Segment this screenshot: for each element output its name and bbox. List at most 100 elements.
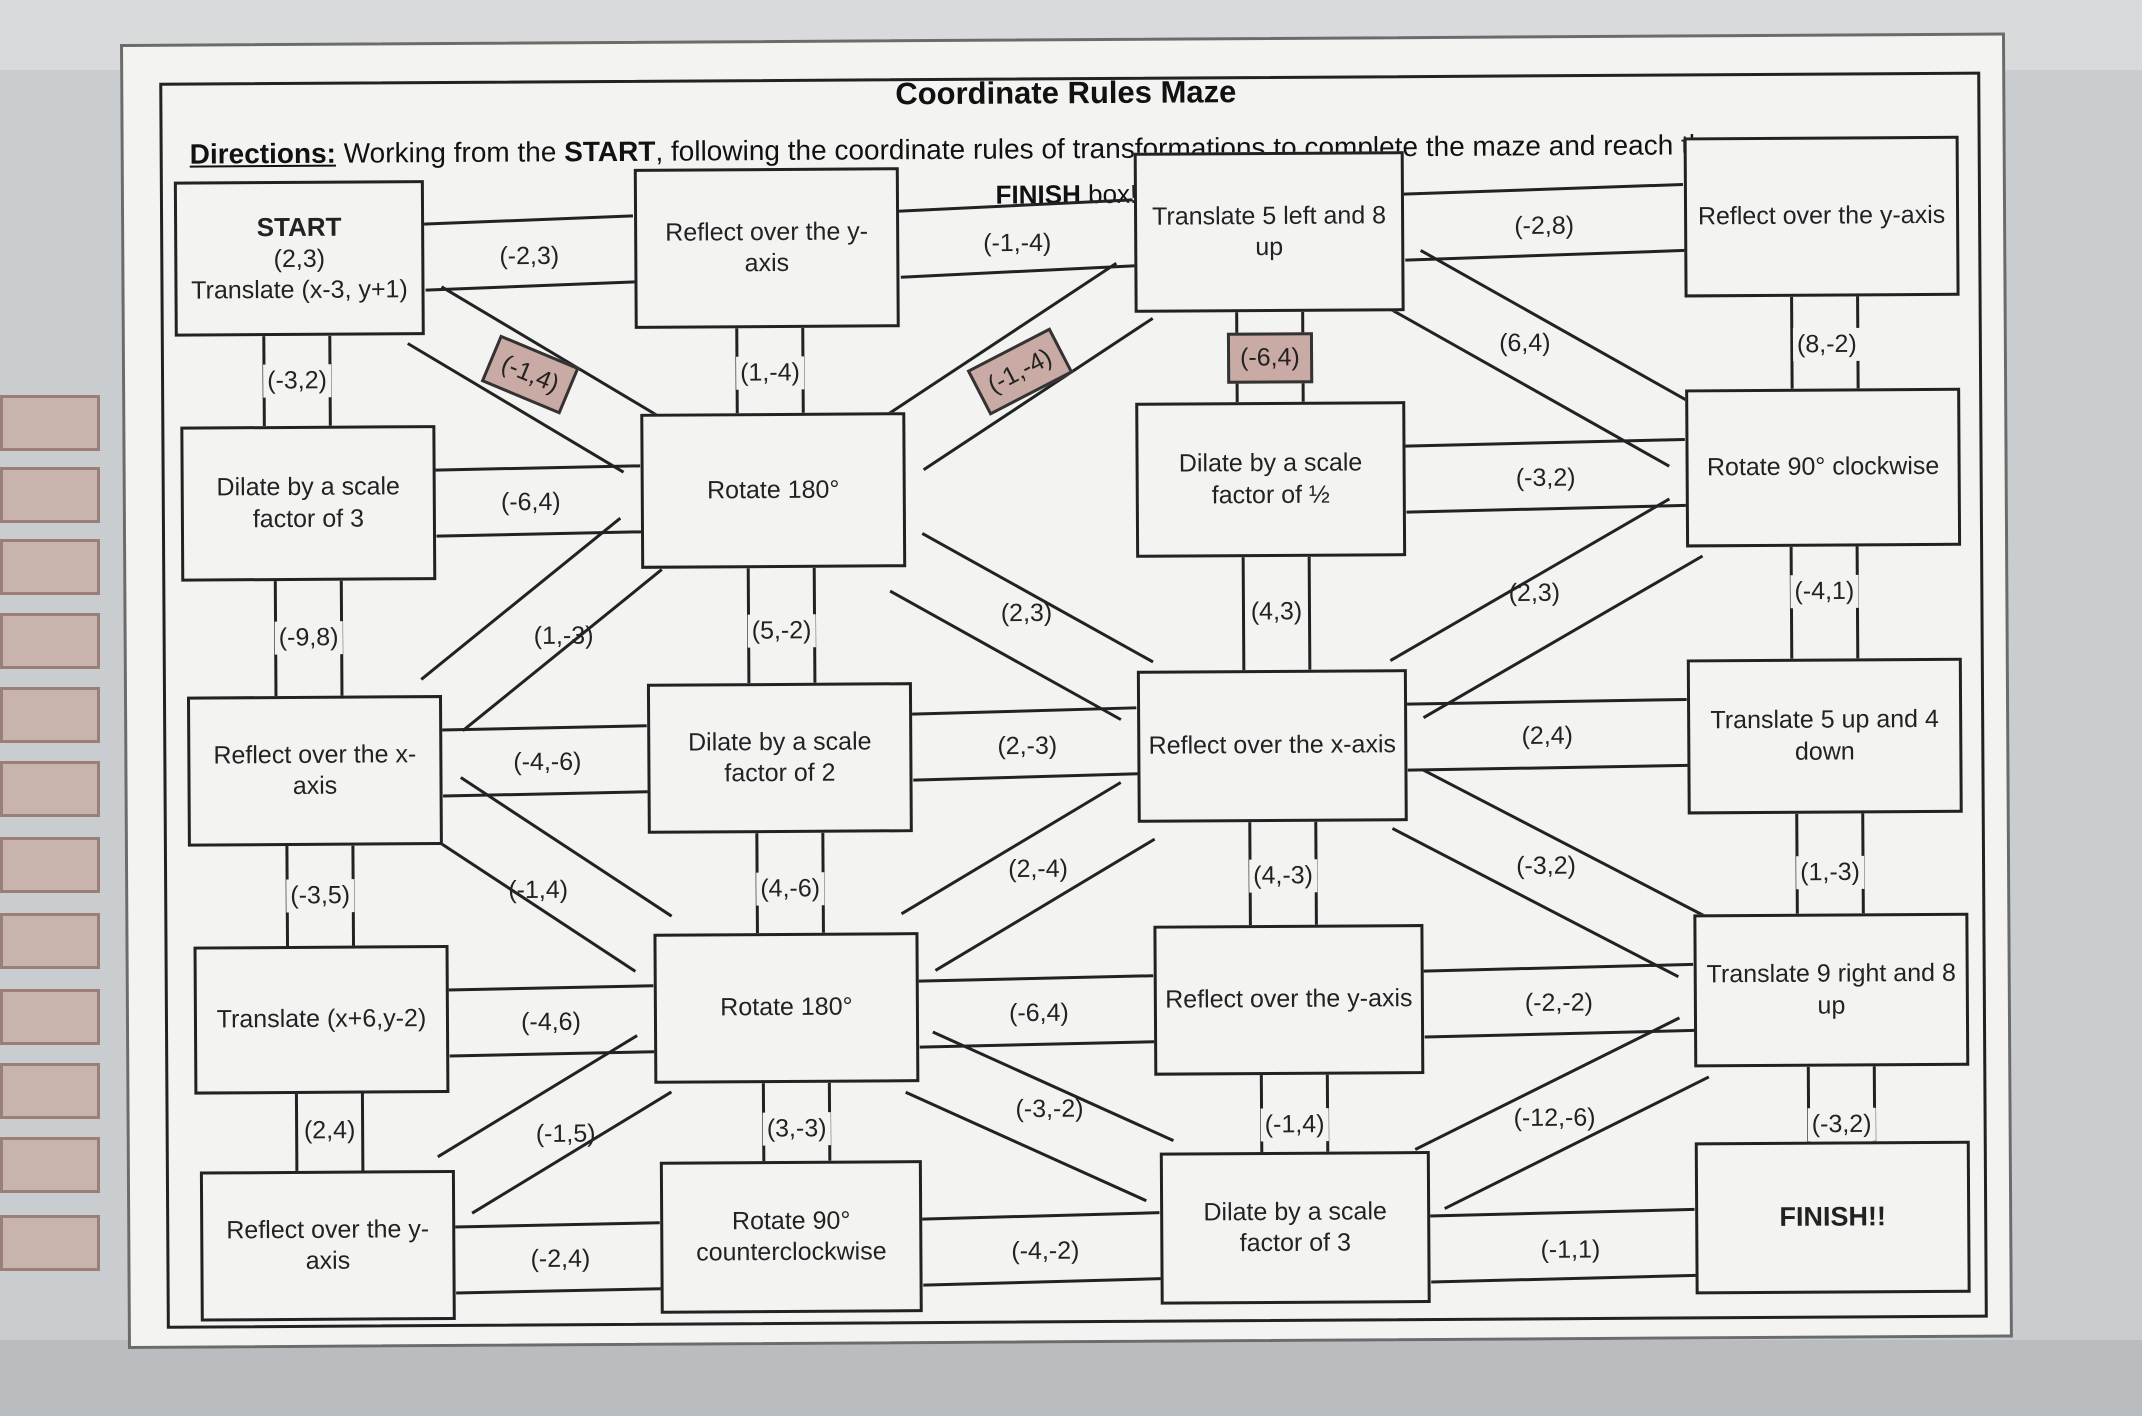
maze-box-r3c2[interactable]: Dilate by a scale factor of 2 — [646, 682, 913, 834]
path-point[interactable]: (-4,6) — [517, 1005, 585, 1040]
path-point[interactable]: (1,-3) — [1796, 855, 1865, 890]
path-point[interactable]: (-3,2) — [263, 364, 332, 398]
maze-path-line — [1444, 1075, 1710, 1210]
maze-path-line — [900, 781, 1122, 916]
maze-path-line — [1307, 556, 1312, 670]
path-point[interactable]: (1,-3) — [533, 621, 594, 650]
answer-tab[interactable] — [0, 687, 100, 743]
path-point[interactable]: (3,-3) — [762, 1112, 831, 1146]
maze-path-line — [425, 280, 636, 292]
path-point[interactable]: (4,-6) — [756, 872, 825, 906]
answer-tab[interactable] — [0, 1063, 100, 1119]
path-point[interactable]: (8,-2) — [1792, 327, 1861, 362]
answer-tab[interactable] — [0, 613, 100, 669]
path-point[interactable]: (-1,4) — [508, 875, 569, 905]
path-point[interactable]: (-2,4) — [526, 1242, 595, 1277]
path-point[interactable]: (2,-4) — [1008, 854, 1069, 884]
path-point[interactable]: (-1,-4) — [979, 226, 1056, 261]
path-point[interactable]: (-2,3) — [495, 239, 564, 274]
path-point[interactable]: (-1,1) — [1536, 1233, 1605, 1267]
maze-path-line — [922, 317, 1154, 471]
finish-box[interactable]: FINISH!! — [1694, 1140, 1971, 1295]
maze-path-line — [1406, 697, 1687, 706]
maze-box-r3c3[interactable]: Reflect over the x-axis — [1136, 669, 1408, 823]
maze-path-line — [436, 530, 642, 538]
maze-box-r4c4[interactable]: Translate 9 right and 8 up — [1693, 912, 1970, 1068]
answer-tab[interactable] — [0, 467, 100, 523]
maze-box-r1c4[interactable]: Reflect over the y-axis — [1683, 135, 1960, 298]
path-point[interactable]: (1,-4) — [736, 356, 804, 390]
path-point[interactable]: (-3,2) — [1511, 461, 1580, 496]
path-point[interactable]: (-12,-6) — [1513, 1103, 1596, 1133]
maze-path-line — [459, 776, 673, 918]
path-point[interactable]: (-4,-6) — [509, 745, 586, 780]
path-point[interactable]: (-4,1) — [1790, 574, 1859, 609]
maze-box-r2c2[interactable]: Rotate 180° — [640, 412, 907, 569]
answer-tab[interactable] — [0, 539, 100, 595]
maze-box-r2c4[interactable]: Rotate 90° clockwise — [1685, 387, 1962, 548]
path-point[interactable]: (2,4) — [1517, 719, 1578, 753]
answer-tab[interactable] — [0, 1215, 100, 1271]
answer-tab[interactable] — [0, 837, 100, 893]
path-point[interactable]: (-3,2) — [1516, 851, 1576, 880]
maze-path-line — [1431, 1273, 1697, 1284]
answer-tab[interactable] — [0, 395, 100, 451]
maze-path-line — [1790, 296, 1794, 389]
maze-box-r4c3[interactable]: Reflect over the y-axis — [1153, 924, 1425, 1076]
maze-path-line — [1423, 962, 1694, 973]
path-point[interactable]: (-3,2) — [1807, 1107, 1876, 1142]
maze-path-line — [1389, 497, 1671, 662]
answer-tab[interactable] — [0, 913, 100, 969]
maze-path-line — [406, 342, 625, 474]
start-box[interactable]: START (2,3) Translate (x-3, y+1) — [173, 180, 425, 337]
maze-box-r4c2[interactable]: Rotate 180° — [653, 932, 920, 1084]
maze-path-line — [1406, 503, 1687, 514]
maze-box-r4c1[interactable]: Translate (x+6,y-2) — [193, 945, 450, 1095]
path-point[interactable]: (-3,5) — [286, 879, 355, 913]
path-point-highlighted[interactable]: (-6,4) — [1226, 332, 1313, 384]
maze-path-line — [437, 1034, 638, 1159]
maze-path-line — [435, 464, 641, 472]
path-point[interactable]: (-2,8) — [1510, 209, 1579, 244]
path-point[interactable]: (-2,-2) — [1520, 986, 1598, 1020]
path-point[interactable]: (4,-3) — [1249, 859, 1318, 893]
maze-path-line — [471, 1090, 673, 1215]
maze-path-line — [921, 1211, 1160, 1221]
maze-worksheet: Coordinate Rules Maze Directions: Workin… — [120, 32, 2013, 1349]
path-point[interactable]: (4,3) — [1246, 595, 1307, 629]
path-point[interactable]: (2,3) — [1508, 578, 1561, 608]
maze-path-line — [443, 790, 649, 798]
maze-box-r2c1[interactable]: Dilate by a scale factor of 3 — [180, 425, 437, 582]
answer-tab[interactable] — [0, 1137, 100, 1193]
maze-box-r3c1[interactable]: Reflect over the x-axis — [186, 695, 443, 847]
start-point: (2,3) — [273, 244, 326, 273]
maze-path-line — [921, 532, 1154, 664]
maze-box-r1c2[interactable]: Reflect over the y-axis — [633, 167, 900, 329]
path-point[interactable]: (5,-2) — [747, 614, 816, 648]
path-point[interactable]: (2,4) — [299, 1114, 360, 1148]
maze-box-r2c3[interactable]: Dilate by a scale factor of ½ — [1135, 401, 1407, 558]
path-point[interactable]: (-1,4) — [1260, 1108, 1329, 1142]
maze-box-r1c3[interactable]: Translate 5 left and 8 up — [1133, 151, 1405, 313]
answer-tab[interactable] — [0, 989, 100, 1045]
maze-box-r3c4[interactable]: Translate 5 up and 4 down — [1686, 657, 1963, 815]
path-point[interactable]: (-9,8) — [274, 621, 343, 655]
maze-box-r5c1[interactable]: Reflect over the y-axis — [199, 1169, 456, 1322]
maze-path-line — [1405, 248, 1686, 262]
maze-box-r5c3[interactable]: Dilate by a scale factor of 3 — [1159, 1151, 1431, 1305]
monitor-bezel — [0, 1340, 2142, 1416]
maze-path-line — [1241, 557, 1246, 671]
path-point[interactable]: (-6,4) — [1004, 996, 1073, 1031]
path-point[interactable]: (6,4) — [1499, 328, 1551, 358]
path-point[interactable]: (-6,4) — [496, 485, 565, 520]
maze-path-line — [886, 262, 1118, 416]
path-point[interactable]: (-4,-2) — [1007, 1234, 1084, 1269]
path-point[interactable]: (-1,5) — [535, 1119, 596, 1148]
path-point[interactable]: (2,-3) — [993, 729, 1062, 764]
path-point[interactable]: (-3,-2) — [1015, 1094, 1084, 1124]
path-point[interactable]: (2,3) — [1000, 598, 1053, 628]
answer-tab[interactable] — [0, 761, 100, 817]
maze-path-line — [900, 264, 1136, 279]
maze-path-line — [423, 831, 637, 973]
maze-box-r5c2[interactable]: Rotate 90° counterclockwise — [659, 1160, 923, 1314]
